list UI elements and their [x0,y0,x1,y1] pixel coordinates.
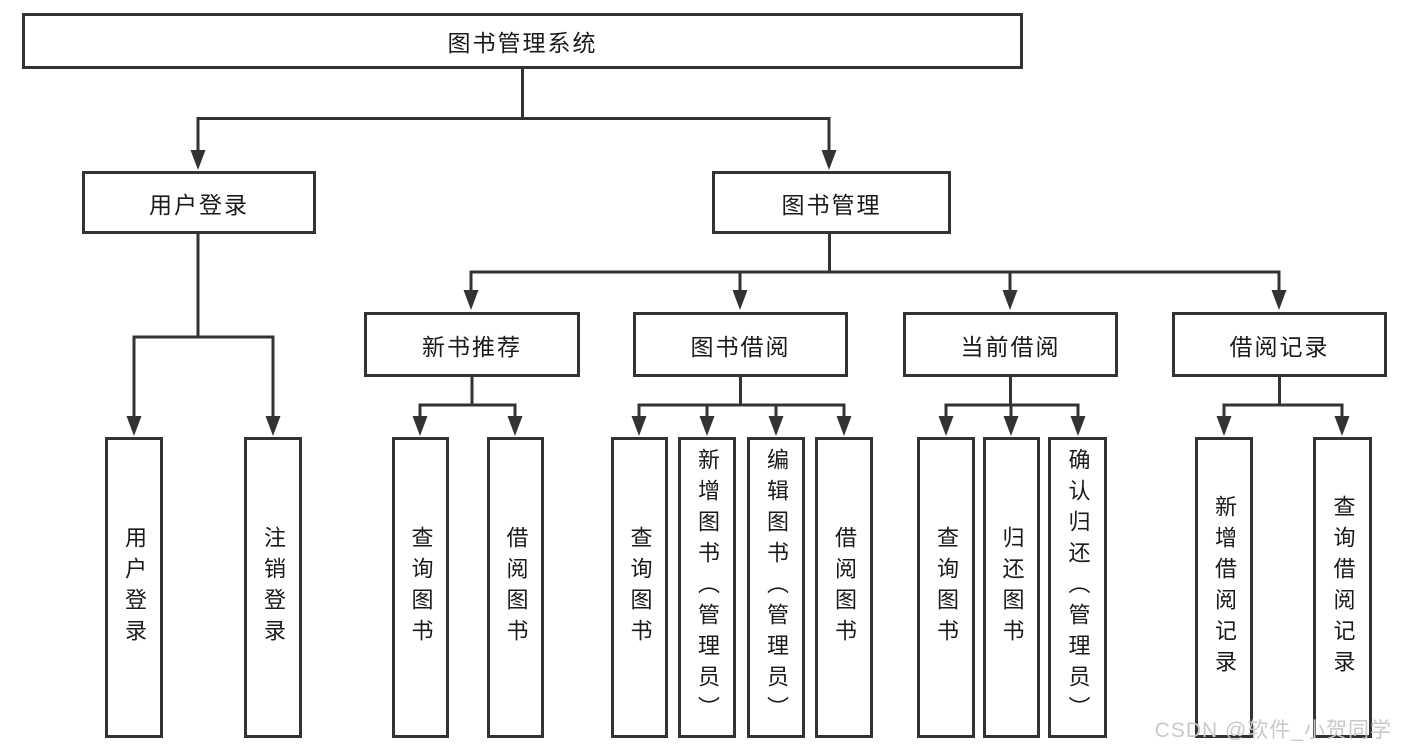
leaf-label: 注销登录 [261,525,286,650]
leaf-label: 用户登录 [122,525,147,650]
leaf-query-books-borrowing: 查询图书 [611,437,668,738]
node-book-borrowing: 图书借阅 [633,312,848,377]
leaf-query-books-current: 查询图书 [917,437,975,738]
leaf-label: 查询图书 [408,525,434,650]
leaf-label: 确认归还（管理员） [1065,448,1091,727]
leaf-query-borrow-record: 查询借阅记录 [1313,437,1372,738]
leaf-confirm-return-admin: 确认归还（管理员） [1048,437,1107,738]
leaf-borrow-books: 借阅图书 [815,437,873,738]
leaf-borrow-books-recommend: 借阅图书 [487,437,544,738]
leaf-return-books: 归还图书 [983,437,1040,738]
node-borrow-records: 借阅记录 [1172,312,1387,377]
node-library-system: 图书管理系统 [22,13,1023,69]
leaf-label: 查询借阅记录 [1330,494,1356,681]
csdn-watermark: CSDN @软件_小贺同学 [1154,719,1392,742]
leaf-label: 编辑图书（管理员） [764,448,789,727]
branch-lines [132,69,1344,418]
leaf-label: 查询图书 [627,525,653,650]
node-new-book-recommend: 新书推荐 [364,312,580,377]
leaf-logout: 注销登录 [244,437,302,738]
leaf-label: 归还图书 [999,525,1025,650]
node-current-borrowing: 当前借阅 [903,312,1118,377]
leaf-label: 新增借阅记录 [1212,494,1237,681]
leaf-label: 新增图书（管理员） [695,448,720,727]
node-book-management-module: 图书管理 [712,171,951,234]
arrowheads [126,150,1350,436]
node-user-login-module: 用户登录 [82,171,316,234]
leaf-label: 借阅图书 [832,525,857,650]
leaf-query-books-recommend: 查询图书 [392,437,449,738]
leaf-add-borrow-record: 新增借阅记录 [1195,437,1253,738]
leaf-label: 查询图书 [934,525,959,650]
leaf-edit-book-admin: 编辑图书（管理员） [747,437,805,738]
leaf-add-book-admin: 新增图书（管理员） [678,437,736,738]
leaf-label: 借阅图书 [503,525,529,650]
leaf-user-login: 用户登录 [105,437,163,738]
